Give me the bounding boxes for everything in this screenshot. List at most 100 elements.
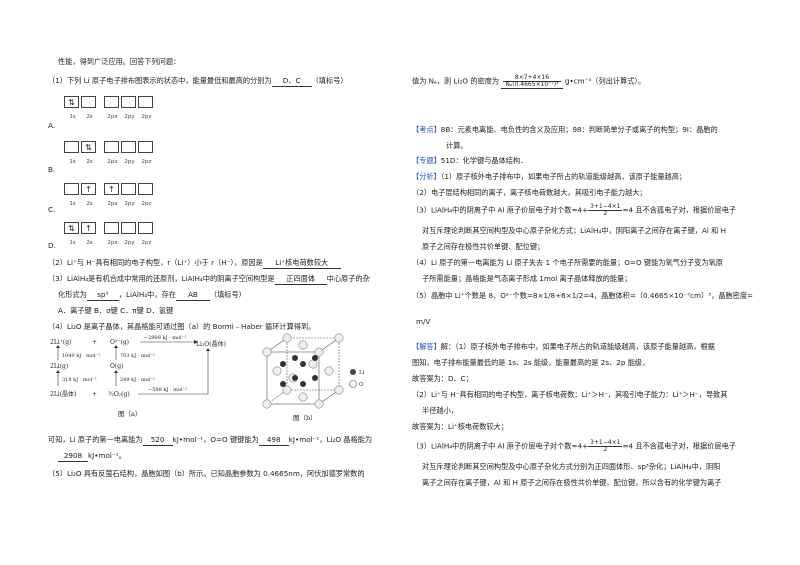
oxygen-atom: [334, 333, 344, 343]
orbital-box: ↑: [81, 222, 96, 234]
cycle-ea-energy: 703 kJ · mol⁻¹: [120, 353, 155, 359]
fenxi-line6: （4）Li 原子的第一电离能为 Li 原子失去 1 个电子所需要的能量；O=O …: [412, 258, 723, 267]
cycle-r1-left: 2Li⁺(g): [50, 339, 71, 346]
orbital-box: [121, 222, 136, 234]
orbital-box: ⇅: [81, 141, 96, 153]
oxygen-atom: [262, 399, 272, 409]
lithium-atom: [280, 381, 286, 387]
cycle-r3-right: ½O₂(g): [108, 391, 130, 398]
oxygen-atom: [298, 340, 308, 350]
li2o-unit-cell-figure: Li O 图（b）: [262, 333, 365, 422]
q4-line1: （4）Li₂O 是离子晶体，其晶格能可通过图（a）的 Bormi﹣Haber 循…: [48, 322, 316, 331]
kaodian-line2: 计算。: [446, 141, 468, 150]
orbital-label: 1s: [69, 201, 76, 207]
orbital-label: 2s: [86, 201, 93, 207]
jieda-line9: 离子之间存在离子键，Al 和 H 原子之间存在极性共价单键、配位键，所以含有的化…: [422, 478, 722, 487]
orbital-label: 1s: [69, 114, 76, 120]
cycle-ie-energy: 1040 kJ · mol⁻¹: [62, 353, 100, 359]
jieda-line1: 【解答】解：（1）原子核外电子排布中，如果电子所占的轨道能级越高，该原子能量越高…: [412, 342, 715, 351]
orbital-box: [138, 222, 153, 234]
oxygen-atom: [334, 385, 344, 395]
cycle-r3-plus: +: [92, 391, 97, 398]
orbital-label: 2px: [107, 240, 118, 246]
oxygen-atom: [282, 333, 292, 343]
cycle-r3-left: 2Li(晶体): [50, 390, 76, 398]
cycle-bond-energy: 249 kJ · mol⁻¹: [120, 377, 155, 383]
fenxi-line5: 原子之间存在极性共价单键、配位键；: [422, 242, 545, 251]
orbital-box: [81, 96, 96, 108]
kaodian-tag: 【考点】: [412, 125, 441, 134]
option-b-label: B.: [48, 165, 56, 174]
orbital-box: [104, 222, 119, 234]
orbital-label: 2pz: [141, 201, 152, 207]
orbital-row-c: ↑↑: [64, 183, 155, 195]
orbital-label: 2py: [124, 159, 135, 165]
option-d-label: D.: [48, 241, 56, 250]
intro-line: 性能，得到广泛应用。回答下列问题：: [58, 57, 181, 66]
orbital-label: 2py: [124, 201, 135, 207]
lithium-atom: [312, 355, 318, 361]
oxygen-atom: [314, 347, 324, 357]
fenxi-line7: 子所需能量；晶格能是气态离子形成 1mol 离子晶体释放的能量；: [422, 274, 632, 283]
figure-b-caption: 图（b）: [293, 414, 317, 422]
legend-li-dot: [350, 369, 356, 375]
orbital-box: ↑: [104, 183, 119, 195]
fenxi-line4: 对互斥理论判断其空间构型及中心原子杂化方式；LiAlH₄中，阴阳离子之间存在离子…: [422, 226, 727, 235]
jieda-line6: 故答案为：Li⁺核电荷数较大；: [412, 422, 509, 431]
oxygen-atom: [324, 366, 334, 376]
jieda-line4: （2）Li⁺与 H⁻具有相同的电子构型，离子核电荷数：Li⁺＞H⁻，其吸引电子能…: [412, 390, 728, 399]
orbital-row-d: ⇅↑: [64, 222, 155, 234]
orbital-box: ↑: [81, 183, 96, 195]
option-a-label: A.: [48, 121, 56, 130]
orbital-label: 2px: [107, 201, 118, 207]
oxygen-atom: [298, 392, 308, 402]
fenxi-line8: （5）晶胞中 Li⁺个数是 8、O²⁻个数=8×1/8+6×1/2=4，晶胞体积…: [412, 291, 754, 300]
cycle-r2-left: 2Li(g): [50, 363, 68, 370]
orbital-label: 2py: [124, 240, 135, 246]
oxygen-atom: [282, 385, 292, 395]
q3-answer-shape: 正四面体: [274, 274, 327, 285]
orbital-box: [138, 141, 153, 153]
orbital-box: [138, 183, 153, 195]
lithium-atom: [292, 375, 298, 381]
orbital-box: [64, 141, 79, 153]
cycle-r2-right: O(g): [110, 363, 123, 370]
q1-answer: D、C: [271, 76, 312, 87]
lithium-atom: [280, 361, 286, 367]
option-c-label: C.: [48, 205, 56, 214]
q4-answer-bond: 498: [258, 435, 289, 446]
cycle-sublimation-energy: 318 kJ · mol⁻¹: [62, 377, 97, 383]
kaodian-line1: 【考点】8B：元素电离能、电负性的含义及应用；98：判断简单分子或离子的构型；9…: [412, 125, 718, 134]
orbital-row-b: ⇅: [64, 141, 155, 153]
cycle-r1-plus: +: [92, 339, 97, 346]
oxygen-atom: [262, 347, 272, 357]
cycle-r1-right: O²⁻(g): [110, 339, 129, 346]
orbital-label: 1s: [69, 240, 76, 246]
orbital-label: 2px: [107, 114, 118, 120]
orbital-label: 2pz: [141, 114, 152, 120]
orbital-label: 2s: [86, 159, 93, 165]
fenxi-tag: 【分析】: [412, 172, 441, 181]
orbital-box: [138, 96, 153, 108]
orbital-label: 1s: [69, 159, 76, 165]
orbital-box: [121, 183, 136, 195]
orbital-box: [121, 96, 136, 108]
lithium-atom: [300, 361, 306, 367]
orbital-label: 2s: [86, 240, 93, 246]
fenxi-line1: 【分析】（1）原子核外电子排布中，如果电子所占的轨道能级越高，该原子能量越高；: [412, 172, 687, 181]
cycle-formation-energy: −598 kJ · mol⁻¹: [148, 387, 187, 393]
zhuanti-tag: 【专题】: [412, 156, 441, 165]
oxygen-atom: [314, 399, 324, 409]
orbital-label: 2py: [124, 114, 135, 120]
orbital-label: 2pz: [141, 159, 152, 165]
